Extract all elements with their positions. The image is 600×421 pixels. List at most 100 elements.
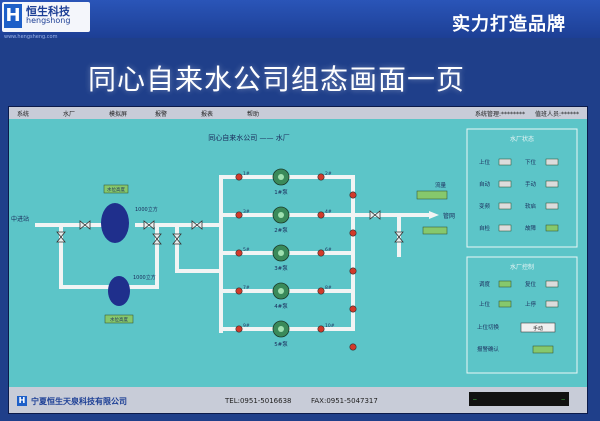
tank2-level-indicator	[104, 314, 134, 324]
menu-item-alarm[interactable]: 报警	[155, 110, 168, 118]
bypass-valve-icon[interactable]	[172, 233, 182, 245]
pump-outlet-valve-icon[interactable]	[317, 249, 325, 257]
control-button[interactable]	[498, 280, 512, 288]
tank1-inlet-valve-icon[interactable]	[79, 220, 91, 230]
logo-name-en: hengshong	[26, 16, 71, 25]
status-label: 变频	[479, 202, 491, 210]
pump-outlet-valve-icon[interactable]	[317, 211, 325, 219]
clock-right: —	[561, 395, 565, 403]
control-button[interactable]	[545, 280, 559, 288]
status-label: 软启	[525, 202, 536, 210]
pump-label: 4#泵	[274, 303, 288, 310]
pump-inlet-valve-icon[interactable]	[235, 211, 243, 219]
status-lamp	[498, 202, 512, 210]
alarm-confirm-button[interactable]	[532, 345, 554, 354]
upper-switch-button-label: 手动	[533, 325, 543, 332]
clear-water-tank-1	[101, 203, 129, 243]
tank1-level-indicator	[103, 184, 129, 194]
tank2-label: 1000立方	[133, 274, 156, 281]
pump-outlet-valve-label: 6#	[325, 247, 332, 253]
pump-inlet-valve-icon[interactable]	[235, 287, 243, 295]
scada-monitor: 系统 水厂 模拟屏 报警 报表 帮助 系统管理:******** 值班人员:**…	[8, 106, 588, 414]
clock-left: —	[473, 395, 477, 403]
control-button[interactable]	[498, 300, 512, 308]
pump-inlet-valve-label: 7#	[243, 285, 250, 291]
pump-inlet-valve-icon[interactable]	[235, 325, 243, 333]
control-label: 上位	[479, 300, 491, 308]
status-lamp	[545, 180, 559, 188]
status-label: 上位	[479, 158, 491, 166]
status-logo-icon: H	[17, 396, 27, 406]
status-label: 下位	[525, 158, 537, 166]
outlet-bypass-valve-icon[interactable]	[394, 231, 404, 243]
upper-switch-button[interactable]	[520, 322, 556, 333]
menu-item-plant[interactable]: 水厂	[63, 110, 76, 118]
main-valve-icon[interactable]	[191, 220, 203, 230]
status-lamp	[498, 158, 512, 166]
pump-outlet-valve-label: 10#	[325, 323, 335, 329]
pump-inlet-valve-icon[interactable]	[235, 249, 243, 257]
pump-rotor-icon	[278, 288, 284, 294]
header-valve-icon[interactable]	[349, 343, 357, 351]
pump-label: 2#泵	[274, 227, 288, 234]
status-label: 故障	[525, 224, 537, 232]
status-lamp	[545, 202, 559, 210]
logo-name-cn: 恒生科技	[26, 5, 70, 18]
menu-item-report[interactable]: 报表	[201, 110, 214, 118]
tank2-bypass-valve-icon[interactable]	[152, 233, 162, 245]
status-tel: TEL:0951-5016638	[225, 397, 292, 405]
control-panel-frame	[466, 256, 578, 374]
pump-outlet-valve-icon[interactable]	[317, 325, 325, 333]
pump-outlet-valve-label: 8#	[325, 285, 332, 291]
status-fax: FAX:0951-5047317	[311, 397, 378, 405]
menu-item-system[interactable]: 系统	[17, 110, 30, 118]
status-label: 自动	[479, 180, 491, 188]
pump-label: 1#泵	[274, 189, 288, 196]
pump-rotor-icon	[278, 326, 284, 332]
inlet-label: 中进站	[11, 215, 29, 223]
page-headline: 同心自来水公司组态画面一页	[88, 63, 466, 96]
process-diagram: 同心自来水公司 —— 水厂中进站1000立方水位高度1000立方水位高度1#1#…	[11, 128, 578, 374]
menu-item-mimic[interactable]: 模拟屏	[109, 110, 128, 118]
flow-indicator	[416, 190, 448, 200]
status-label: 自检	[479, 224, 491, 232]
control-label: 复位	[525, 280, 537, 288]
pump-label: 3#泵	[274, 265, 288, 272]
menu-item-help[interactable]: 帮助	[247, 110, 260, 118]
status-lamp	[498, 180, 512, 188]
header-valve-icon[interactable]	[349, 305, 357, 313]
pump-inlet-valve-label: 3#	[243, 209, 250, 215]
diagram-layer: 同心自来水公司 —— 水厂中进站1000立方水位高度1000立方水位高度1#1#…	[11, 133, 559, 354]
header-valve-icon[interactable]	[349, 267, 357, 275]
status-label: 手动	[525, 180, 537, 188]
pump-outlet-valve-label: 2#	[325, 171, 332, 177]
pump-inlet-valve-label: 9#	[243, 323, 250, 329]
outlet-valve-icon[interactable]	[369, 210, 381, 220]
pump-inlet-valve-label: 1#	[243, 171, 250, 177]
pressure-indicator	[422, 226, 448, 235]
menu-bar: 系统 水厂 模拟屏 报警 报表 帮助 系统管理:******** 值班人员:**…	[9, 107, 587, 119]
status-lamp	[545, 224, 559, 232]
status-company-name: 宁夏恒生天泉科技有限公司	[31, 397, 127, 406]
brand-strip: H 恒生科技 hengshong www.hengsheng.com 实力打造品…	[0, 0, 600, 40]
status-lamp	[545, 158, 559, 166]
pump-outlet-valve-icon[interactable]	[317, 287, 325, 295]
control-button[interactable]	[545, 300, 559, 308]
on-duty-label: 值班人员:******	[534, 110, 579, 118]
brand-slogan: 实力打造品牌	[452, 14, 566, 35]
control-label: 调度	[479, 280, 491, 288]
logo-h-icon: H	[4, 4, 22, 28]
company-logo: H 恒生科技 hengshong www.hengsheng.com	[2, 2, 90, 40]
outlet-label: 管网	[443, 212, 455, 220]
status-panel-frame	[466, 128, 578, 248]
pump-inlet-valve-icon[interactable]	[235, 173, 243, 181]
header-valve-icon[interactable]	[349, 229, 357, 237]
control-panel-title: 水厂控制	[510, 263, 534, 271]
status-panel-title: 水厂状态	[510, 135, 534, 143]
inlet-valve-icon[interactable]	[56, 231, 66, 243]
header-valve-icon[interactable]	[349, 191, 357, 199]
tank1-outlet-valve-icon[interactable]	[143, 220, 155, 230]
pump-outlet-valve-icon[interactable]	[317, 173, 325, 181]
tank1-level-label: 水位高度	[107, 186, 125, 193]
pump-label: 5#泵	[274, 341, 288, 348]
